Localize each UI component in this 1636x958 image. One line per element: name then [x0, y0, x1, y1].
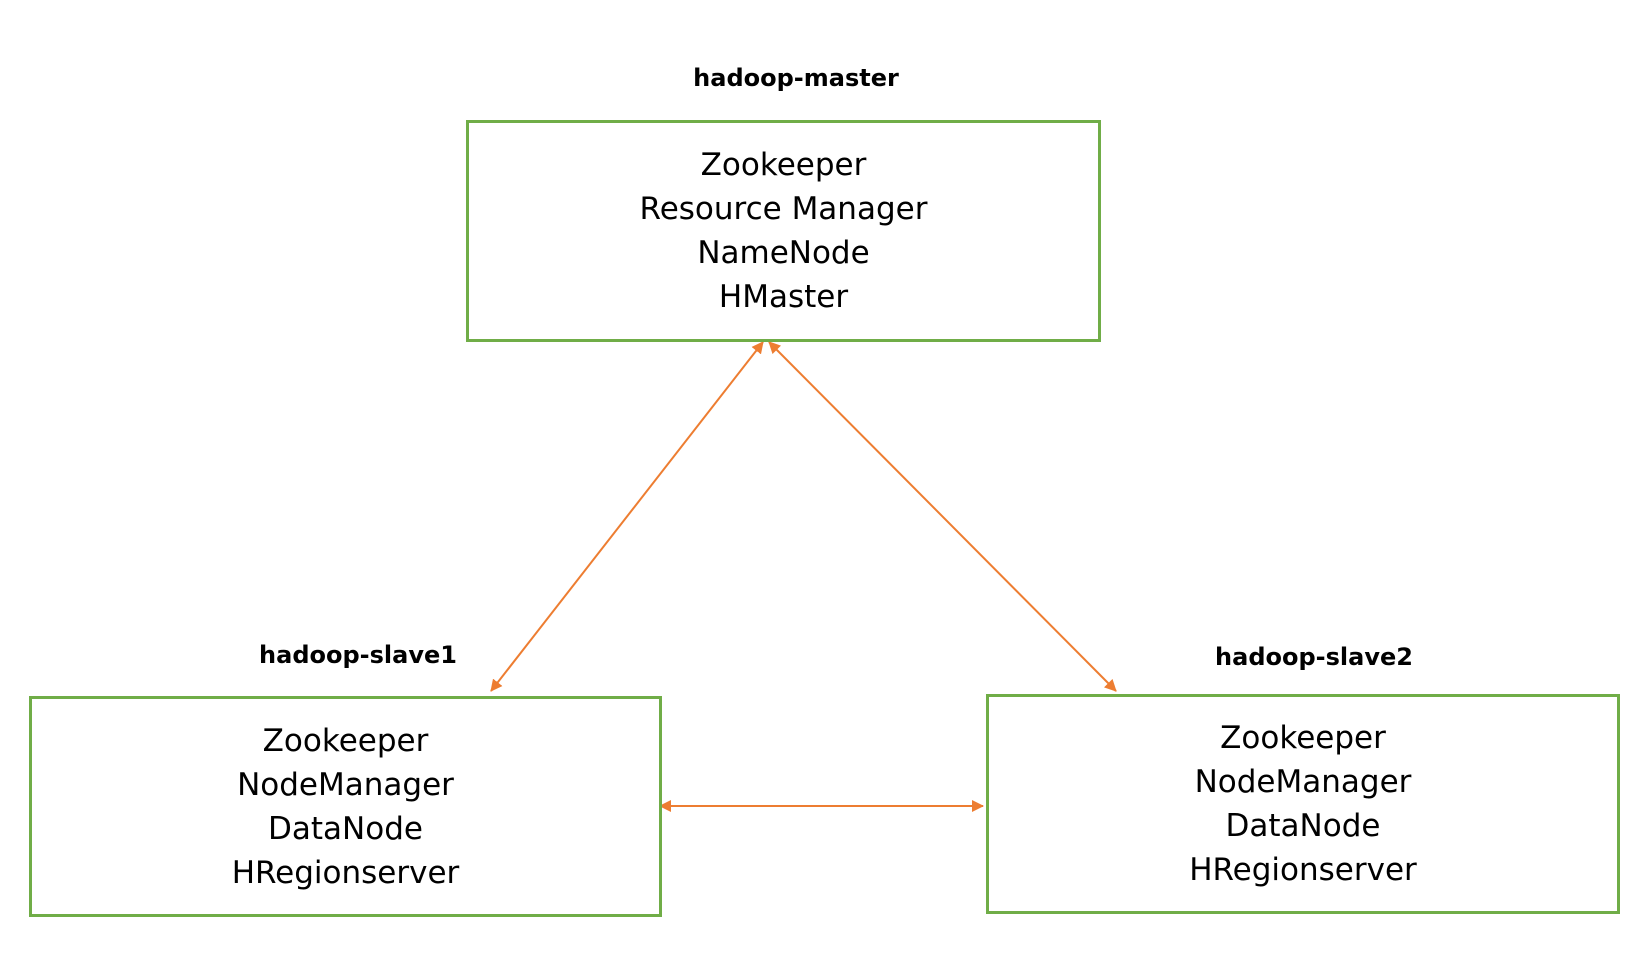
- slave1-service-zookeeper: Zookeeper: [262, 722, 429, 759]
- master-service-hmaster: HMaster: [718, 279, 849, 315]
- slave1-node-title: hadoop-slave1: [259, 641, 457, 669]
- slave2-service-hregionserver: HRegionserver: [1189, 852, 1417, 888]
- slave1-service-datanode: DataNode: [268, 810, 423, 847]
- master-node-title: hadoop-master: [693, 64, 899, 92]
- slave2-service-datanode: DataNode: [1225, 808, 1381, 844]
- slave2-node-box: Zookeeper NodeManager DataNode HRegionse…: [986, 694, 1620, 914]
- master-service-namenode: NameNode: [697, 235, 870, 271]
- slave1-service-hregionserver: HRegionserver: [231, 854, 460, 891]
- connector-master-slave2: [768, 341, 1117, 692]
- slave2-node-title: hadoop-slave2: [1215, 643, 1413, 671]
- slave2-service-zookeeper: Zookeeper: [1220, 720, 1386, 756]
- slave2-service-nodemanager: NodeManager: [1194, 764, 1412, 800]
- slave1-service-nodemanager: NodeManager: [237, 766, 454, 803]
- master-node-box: Zookeeper Resource Manager NameNode HMas…: [466, 120, 1101, 342]
- master-service-resource-manager: Resource Manager: [639, 191, 928, 227]
- master-service-zookeeper: Zookeeper: [700, 147, 867, 183]
- slave1-node-box: Zookeeper NodeManager DataNode HRegionse…: [29, 696, 662, 917]
- connector-master-slave1: [490, 341, 764, 692]
